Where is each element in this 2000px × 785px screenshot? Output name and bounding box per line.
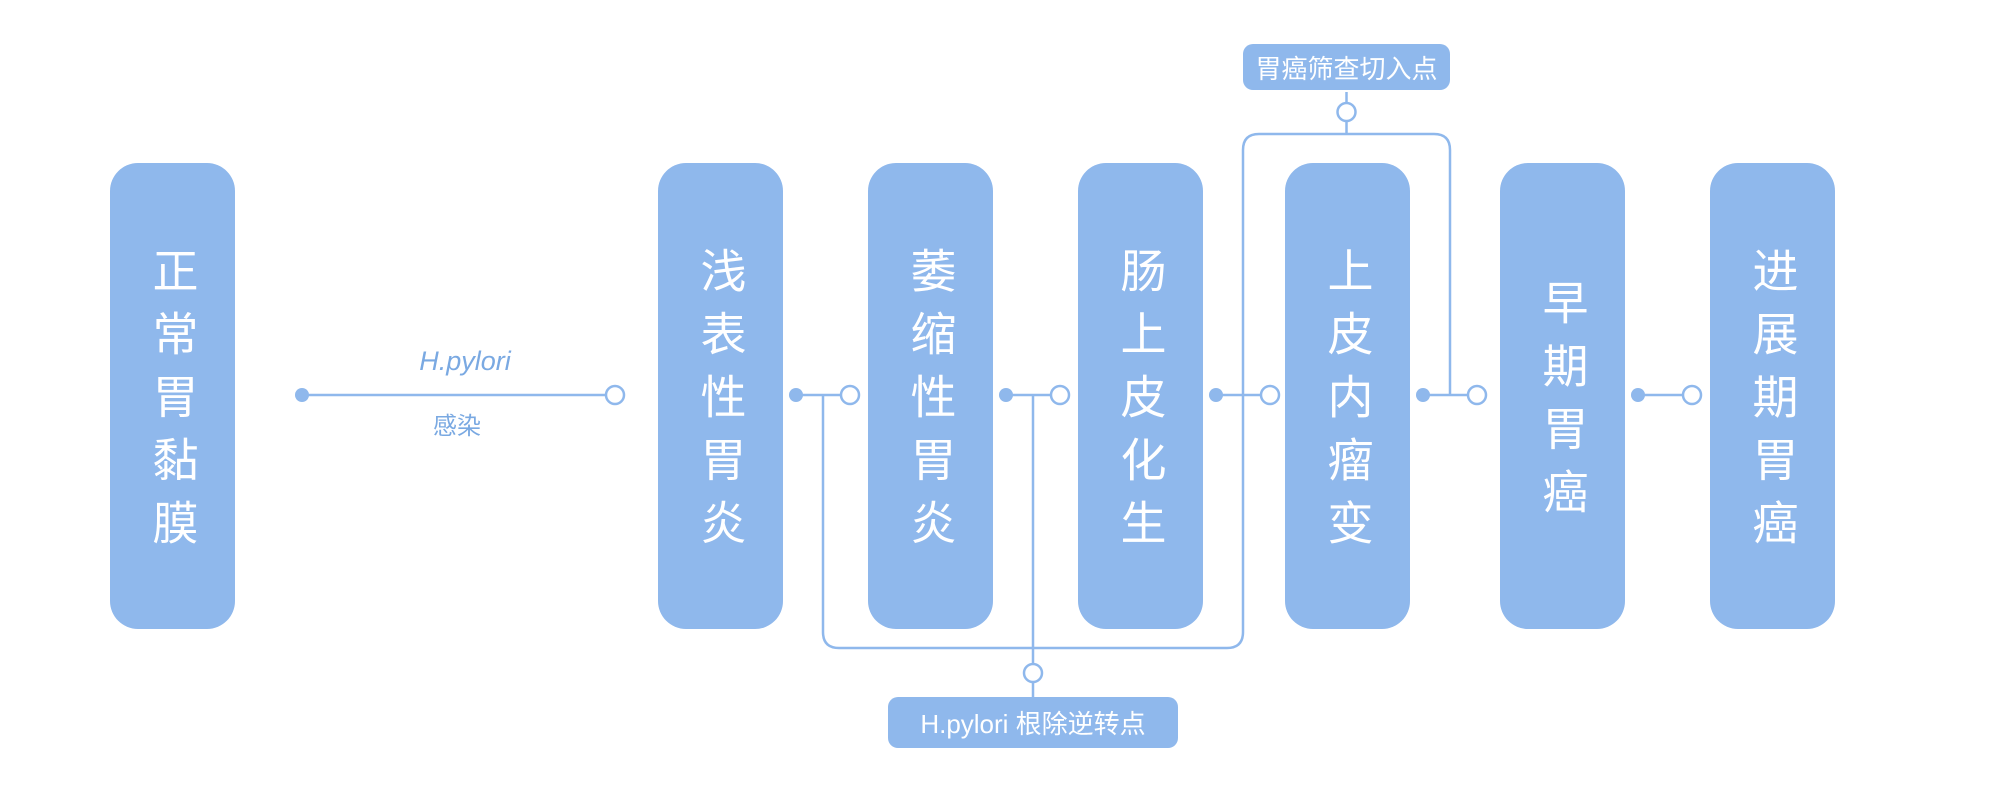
stage-normal-gastric-mucosa: 正常胃黏膜 — [110, 163, 235, 629]
stage-intraepithelial-neoplasia: 上皮内瘤变 — [1285, 163, 1410, 629]
edge-start-dot-icon — [1631, 388, 1645, 402]
stage-label: 进展期胃癌 — [1746, 247, 1799, 562]
eradication-ring-icon — [1022, 662, 1044, 684]
screening-bracket — [1241, 92, 1452, 395]
stage-label: 正常胃黏膜 — [146, 247, 199, 562]
edge-infection — [295, 384, 626, 406]
edge-end-ring-icon — [604, 384, 626, 406]
edge-end-ring-icon — [839, 384, 861, 406]
edge-stage2-stage3 — [789, 384, 861, 406]
stage-superficial-gastritis: 浅表性胃炎 — [658, 163, 783, 629]
edge-start-dot-icon — [1416, 388, 1430, 402]
edge-start-dot-icon — [1209, 388, 1223, 402]
eradication-bracket — [821, 395, 1245, 697]
edge-stage5-stage6 — [1416, 384, 1488, 406]
edge-end-ring-icon — [1466, 384, 1488, 406]
stage-intestinal-metaplasia: 肠上皮化生 — [1078, 163, 1203, 629]
stage-atrophic-gastritis: 萎缩性胃炎 — [868, 163, 993, 629]
stage-label: 萎缩性胃炎 — [904, 247, 957, 562]
stage-advanced-gastric-cancer: 进展期胃癌 — [1710, 163, 1835, 629]
edge-start-dot-icon — [295, 388, 309, 402]
edge-end-ring-icon — [1049, 384, 1071, 406]
edge-end-ring-icon — [1681, 384, 1703, 406]
callout-screening-entry: 胃癌筛查切入点 — [1243, 44, 1450, 90]
edge-end-ring-icon — [1259, 384, 1281, 406]
callout-eradication-reversal: H.pylori 根除逆转点 — [888, 697, 1178, 748]
stage-label: 上皮内瘤变 — [1321, 247, 1374, 562]
stage-label: 浅表性胃炎 — [694, 247, 747, 562]
edge-stage6-stage7 — [1631, 384, 1703, 406]
screening-ring-icon — [1336, 101, 1357, 123]
stage-early-gastric-cancer: 早期胃癌 — [1500, 163, 1625, 629]
edge-start-dot-icon — [789, 388, 803, 402]
stage-label: 早期胃癌 — [1536, 278, 1589, 531]
edge-start-dot-icon — [999, 388, 1013, 402]
stage-label: 肠上皮化生 — [1114, 247, 1167, 562]
edge-caption-hpylori: H.pylori — [419, 346, 511, 376]
edge-caption-infection: 感染 — [433, 413, 481, 440]
edge-stage3-stage4 — [999, 384, 1071, 406]
